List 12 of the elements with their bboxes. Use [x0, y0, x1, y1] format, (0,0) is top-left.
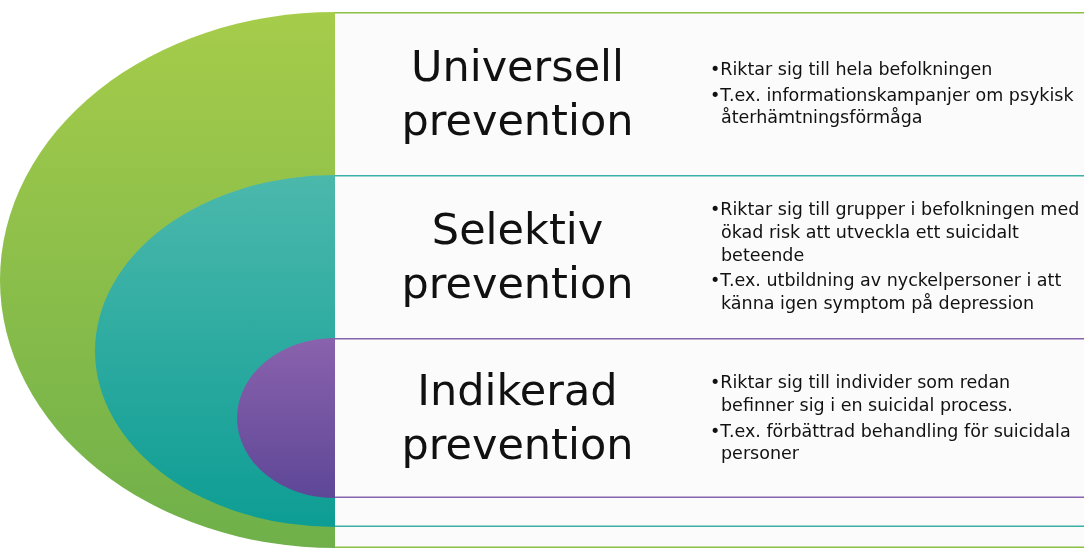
- band-heading: Indikerad prevention: [400, 364, 635, 471]
- bullet-text: •T.ex. utbildning av nyckelpersoner i att känna igen symptom på depression: [710, 269, 1063, 315]
- bullet-text: •Riktar sig till grupper i befolkningen med ökad risk att utveckla ett suicidalt beteende: [710, 198, 1080, 267]
- prevention-band: [237, 338, 1084, 498]
- bullet-text: •T.ex. informationskampanjer om psykisk återhämtningsförmåga: [710, 83, 1075, 130]
- bullet-text: •T.ex. förbättrad behandling för suicidala personer: [710, 419, 1072, 465]
- bullet-text: •Riktar sig till hela befolkningen: [710, 57, 994, 81]
- prevention-band: [0, 12, 1084, 548]
- band-heading: Universell prevention: [400, 39, 635, 147]
- band-heading: Selektiv prevention: [400, 202, 635, 310]
- bullet-text: •Riktar sig till individer som redan befinner sig i en suicidal process.: [710, 371, 1014, 417]
- prevention-band: [95, 175, 1084, 527]
